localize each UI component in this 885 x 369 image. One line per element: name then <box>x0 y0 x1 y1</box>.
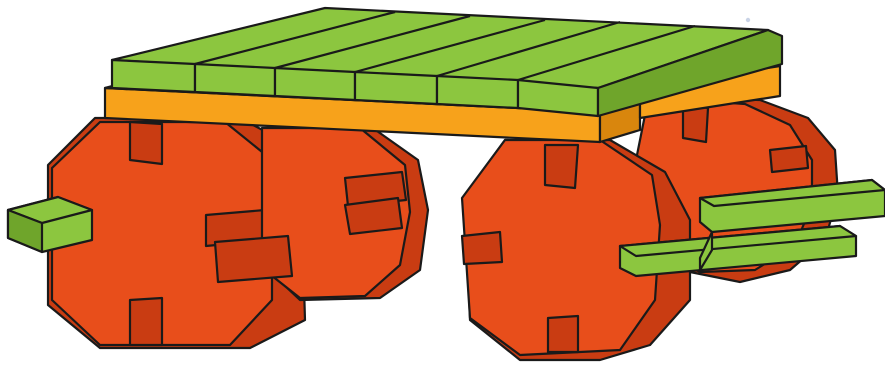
right-planks <box>618 178 885 278</box>
left-block <box>46 116 307 350</box>
right-block <box>460 138 692 362</box>
left-plank <box>6 195 94 254</box>
deck-planks <box>110 6 784 118</box>
speck <box>745 17 751 23</box>
middle-left-block <box>213 124 430 302</box>
